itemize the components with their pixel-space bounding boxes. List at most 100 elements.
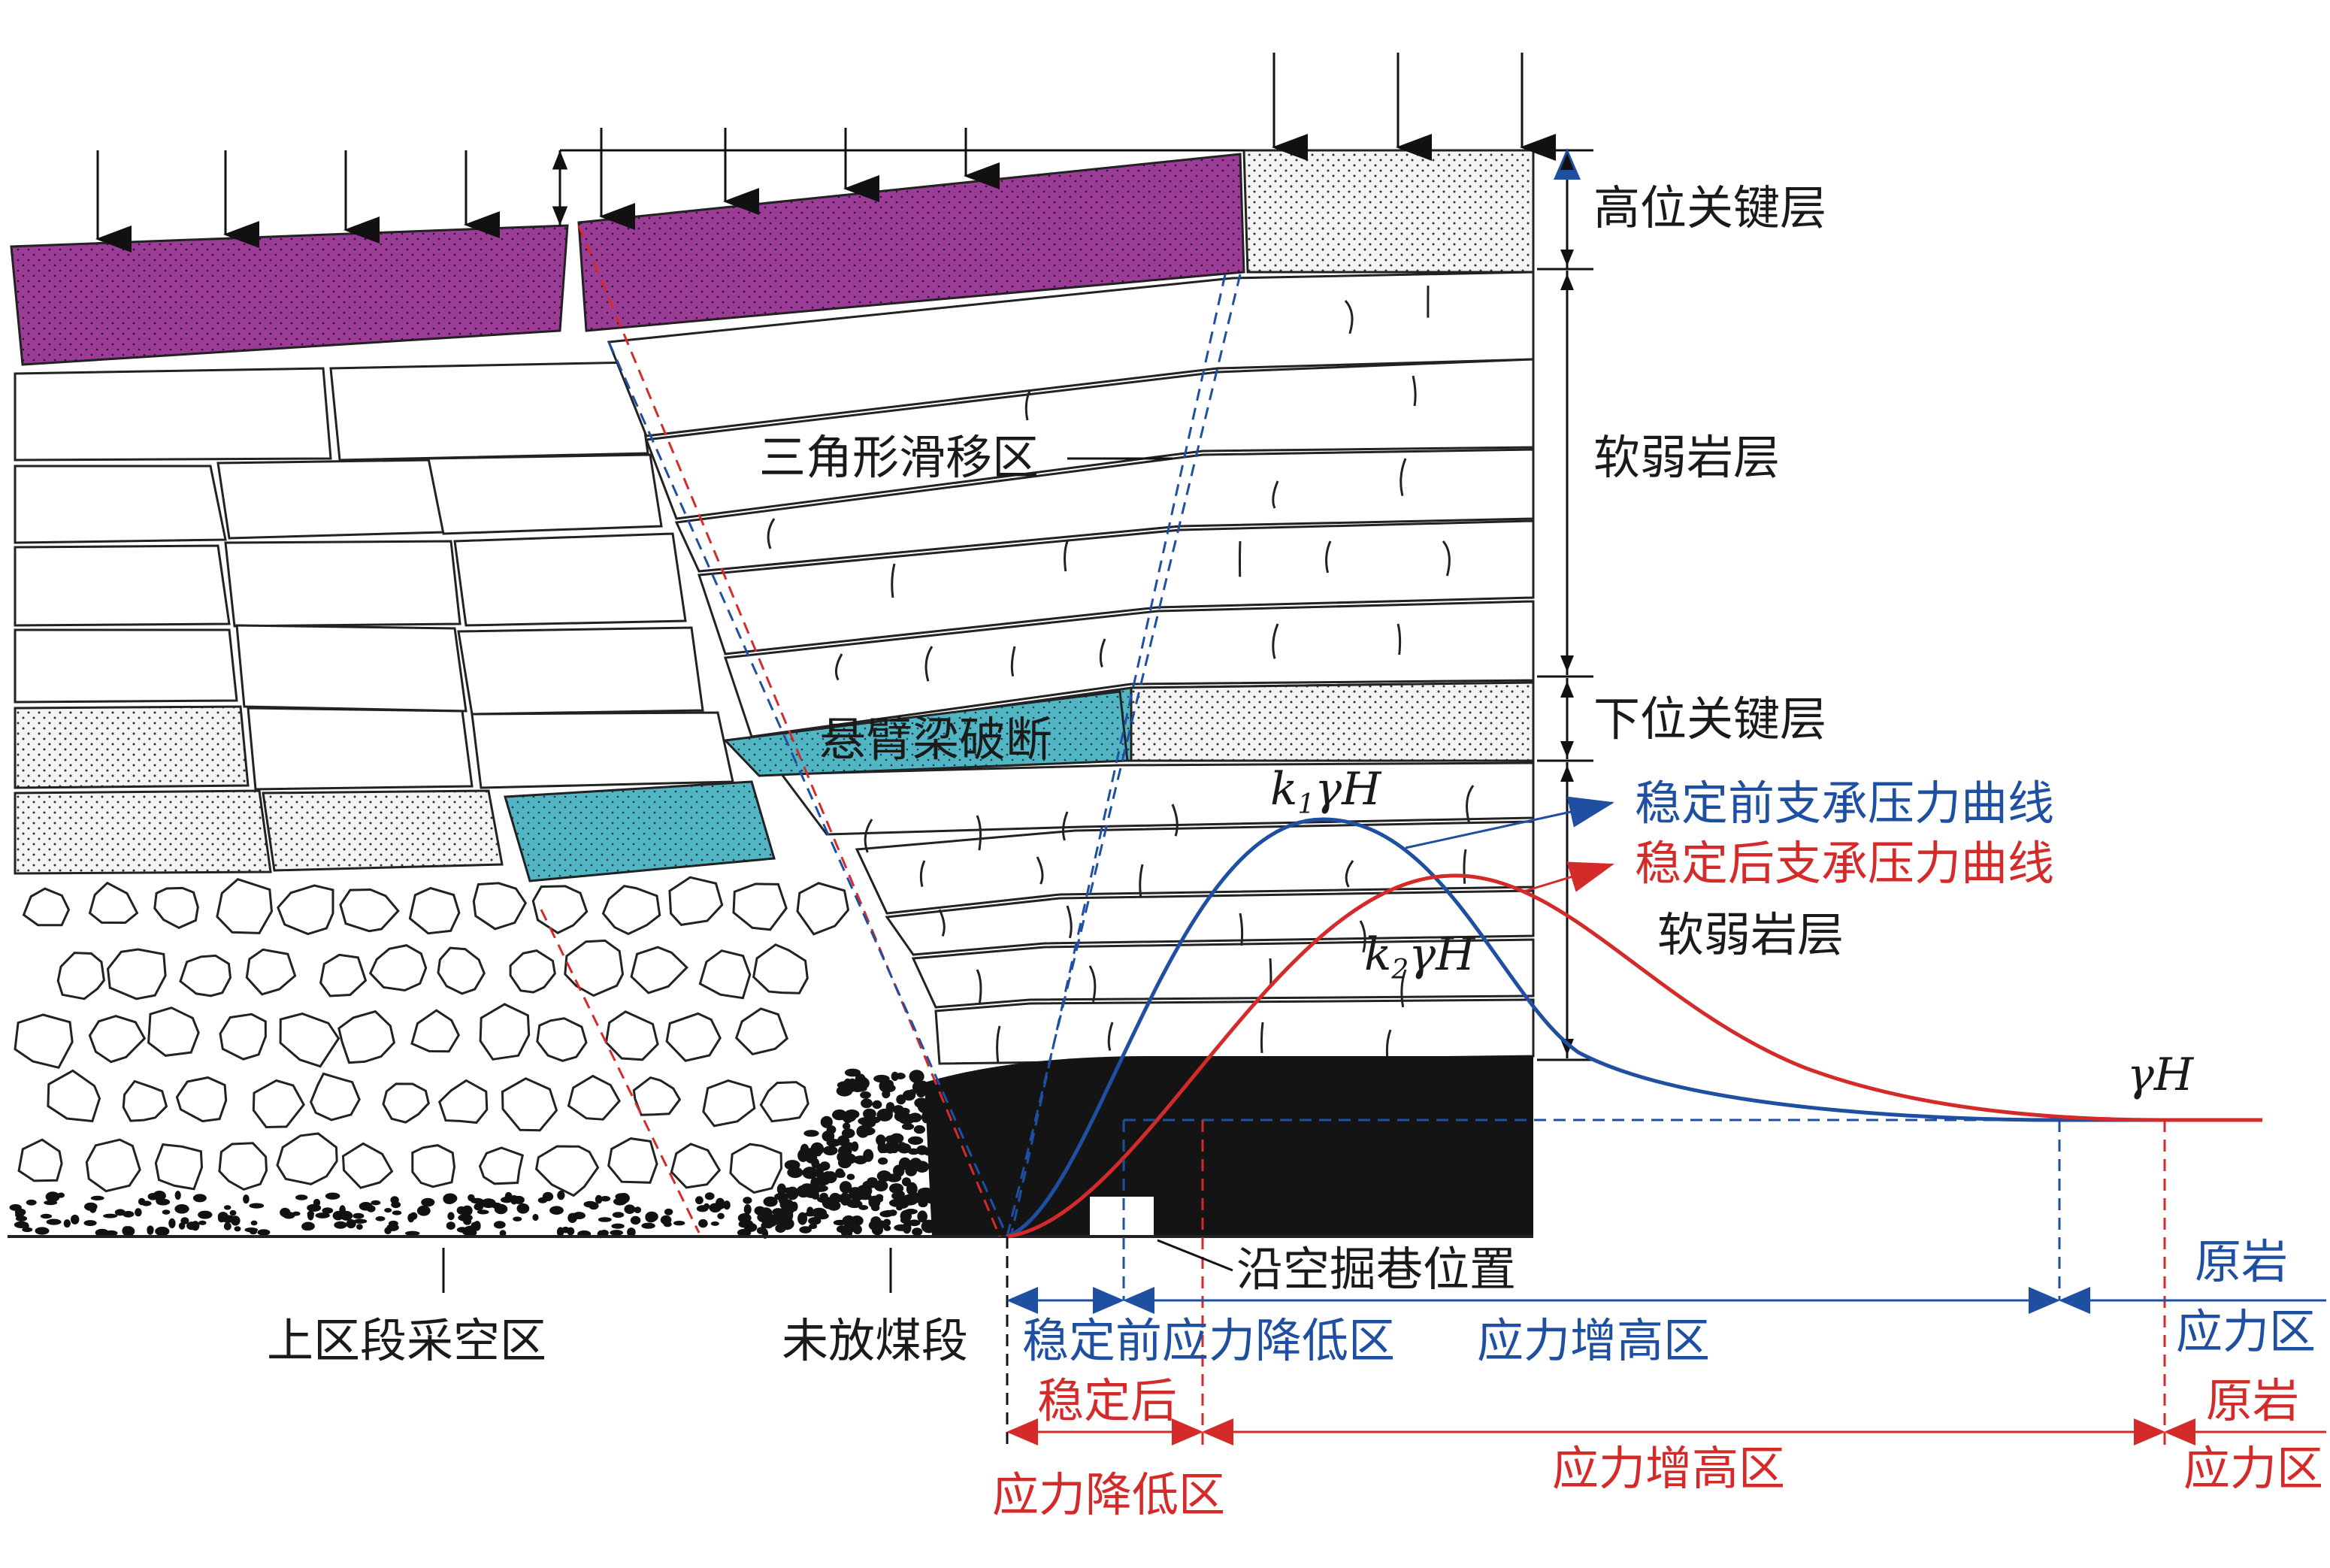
- fine-rubble-grain: [295, 1194, 307, 1200]
- fine-rubble-grain: [695, 1196, 704, 1204]
- fine-rubble-grain: [738, 1213, 752, 1223]
- label-gamma-h: γH: [2127, 1049, 2195, 1101]
- fine-rubble-grain: [123, 1211, 134, 1218]
- fine-rubble-grain: [744, 1204, 752, 1215]
- fine-rubble-grain: [716, 1198, 725, 1208]
- fine-rubble-grain: [280, 1208, 290, 1217]
- fine-rubble-grain: [631, 1216, 641, 1224]
- broken-coal-grain: [900, 1210, 912, 1222]
- broken-coal-grain: [842, 1128, 855, 1138]
- broken-coal-grain: [894, 1224, 909, 1231]
- fine-rubble-grain: [316, 1212, 330, 1218]
- broken-coal-grain: [876, 1194, 884, 1200]
- fine-rubble-grain: [610, 1230, 623, 1236]
- broken-coal-grain: [841, 1112, 856, 1122]
- fine-rubble-grain: [356, 1224, 363, 1230]
- zone-after-reduced: 应力降低区: [992, 1467, 1225, 1522]
- broken-coal-grain: [902, 1177, 911, 1186]
- broken-coal-grain: [846, 1143, 853, 1149]
- fine-rubble-grain: [359, 1202, 373, 1211]
- broken-coal-grain: [902, 1194, 918, 1206]
- broken-coal-grain: [843, 1122, 850, 1130]
- broken-coal-grain: [835, 1168, 844, 1178]
- label-soft-rock-upper: 软弱岩层: [1593, 430, 1780, 485]
- broken-coal-grain: [909, 1070, 924, 1083]
- fine-rubble-grain: [46, 1191, 60, 1202]
- broken-coal-grain: [921, 1220, 937, 1234]
- broken-coal-grain: [822, 1198, 836, 1209]
- broken-coal-grain: [914, 1125, 925, 1134]
- fine-rubble-grain: [463, 1218, 471, 1225]
- rubble-block: [108, 949, 166, 999]
- fine-rubble-grain: [561, 1227, 570, 1234]
- zone-after-original-1: 原岩: [2206, 1373, 2299, 1428]
- fine-rubble-grain: [198, 1221, 207, 1225]
- broken-coal-grain: [800, 1144, 809, 1156]
- fine-rubble-grain: [513, 1217, 522, 1221]
- broken-coal-grain: [774, 1210, 785, 1218]
- broken-coal-grain: [896, 1094, 906, 1104]
- legend-after: 稳定后支承压力曲线: [1635, 836, 2054, 891]
- fine-rubble-grain: [334, 1221, 346, 1229]
- broken-coal-grain: [867, 1116, 881, 1123]
- broken-coal-grain: [869, 1220, 885, 1231]
- broken-coal-grain: [876, 1134, 885, 1146]
- fine-rubble-grain: [224, 1205, 231, 1209]
- broken-coal-grain: [848, 1079, 857, 1090]
- fine-rubble-grain: [611, 1224, 624, 1229]
- broken-coal-grain: [911, 1160, 919, 1170]
- broken-coal-grain: [859, 1127, 876, 1136]
- broken-coal-grain: [893, 1105, 904, 1114]
- zone-before-reduced: 稳定前应力降低区: [1022, 1313, 1395, 1368]
- fine-rubble-grain: [495, 1204, 508, 1214]
- fine-rubble-grain: [249, 1203, 264, 1209]
- fine-rubble-grain: [641, 1223, 655, 1229]
- fine-rubble-grain: [392, 1210, 402, 1215]
- fine-rubble-grain: [391, 1201, 401, 1208]
- fine-rubble-grain: [417, 1206, 431, 1216]
- broken-coal-grain: [872, 1100, 882, 1109]
- zone-before-increased: 应力增高区: [1477, 1313, 1710, 1368]
- broken-coal-grain: [842, 1215, 855, 1227]
- fine-rubble-grain: [243, 1194, 250, 1203]
- fine-rubble-grain: [664, 1209, 673, 1215]
- fine-rubble-grain: [468, 1194, 475, 1201]
- broken-coal-grain: [916, 1089, 925, 1097]
- fine-rubble-grain: [598, 1217, 612, 1222]
- fine-rubble-grain: [122, 1226, 130, 1236]
- fine-rubble-grain: [325, 1193, 340, 1200]
- fine-rubble-grain: [462, 1228, 474, 1236]
- fine-rubble-grain: [517, 1203, 530, 1214]
- broken-coal-grain: [847, 1174, 855, 1180]
- broken-coal-grain: [924, 1147, 933, 1155]
- broken-coal-grain: [863, 1149, 873, 1162]
- fine-rubble-grain: [673, 1221, 685, 1225]
- fine-rubble-grain: [446, 1221, 455, 1230]
- zone-before-original-2: 应力区: [2176, 1304, 2316, 1359]
- broken-coal-grain: [899, 1158, 911, 1170]
- broken-coal-grain: [898, 1142, 907, 1151]
- label-goaf: 上区段采空区: [267, 1313, 546, 1368]
- broken-coal-grain: [908, 1089, 916, 1097]
- broken-coal-grain: [908, 1137, 923, 1145]
- fine-rubble-grain: [912, 1227, 922, 1236]
- rubble-block: [480, 1148, 523, 1184]
- label-k2-gamma-h: k2γH: [1364, 928, 1476, 985]
- zone-after-increased: 应力增高区: [1552, 1441, 1785, 1496]
- fine-rubble-grain: [510, 1195, 518, 1204]
- broken-coal-grain: [823, 1146, 838, 1155]
- zone-after-title: 稳定后: [1037, 1373, 1177, 1428]
- broken-coal-grain: [878, 1158, 888, 1165]
- broken-coal-grain: [860, 1091, 871, 1099]
- broken-coal-grain: [884, 1143, 897, 1154]
- fine-rubble-grain: [661, 1215, 672, 1224]
- broken-coal-grain: [889, 1209, 897, 1216]
- fine-rubble-grain: [155, 1227, 169, 1236]
- broken-coal-grain: [787, 1167, 803, 1178]
- fine-rubble-grain: [743, 1197, 752, 1204]
- zone-before-original-1: 原岩: [2195, 1234, 2288, 1289]
- fine-rubble-grain: [162, 1209, 171, 1215]
- broken-coal-grain: [914, 1097, 928, 1108]
- fine-rubble-grain: [410, 1212, 417, 1220]
